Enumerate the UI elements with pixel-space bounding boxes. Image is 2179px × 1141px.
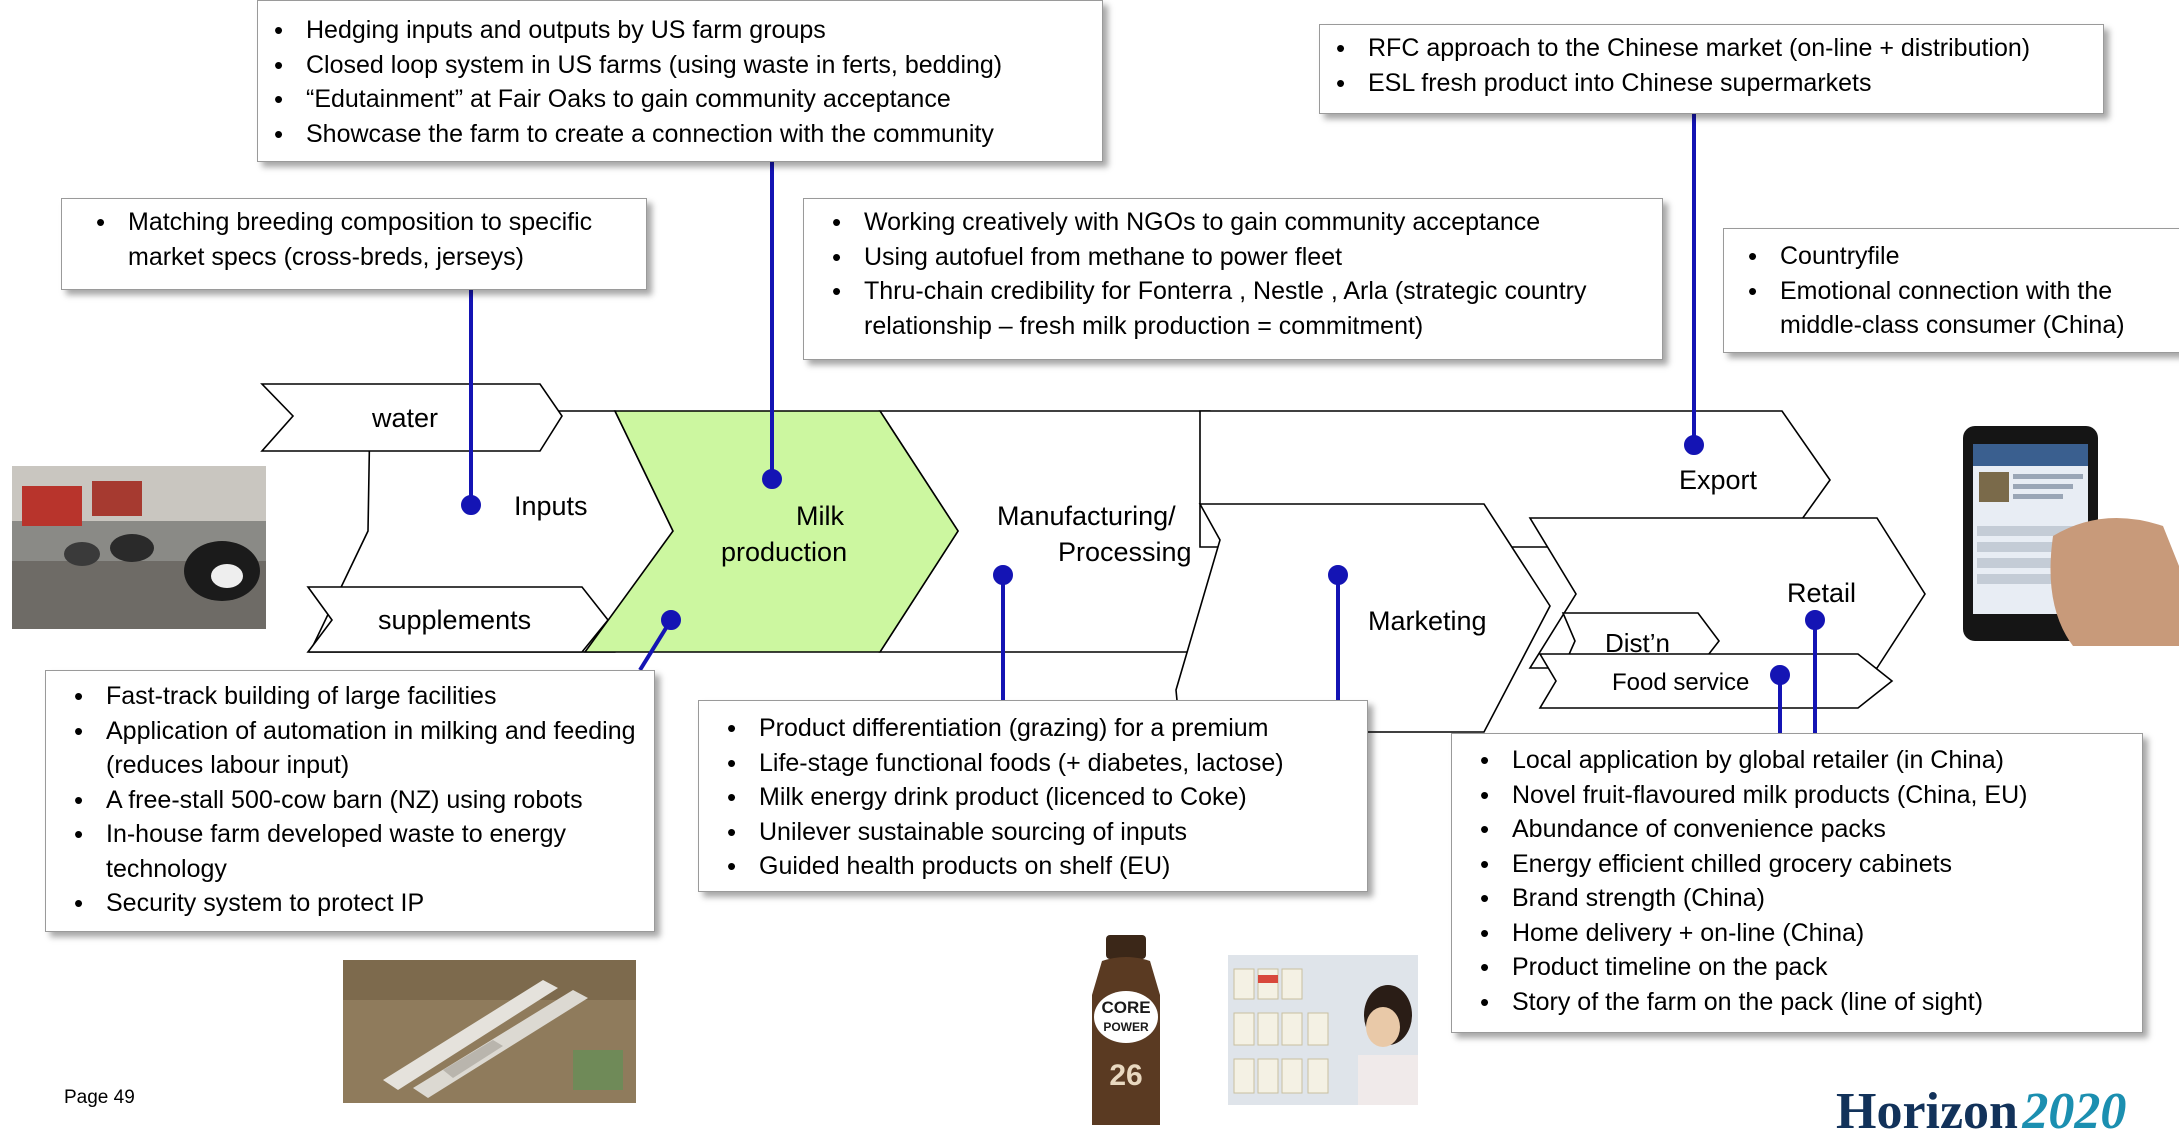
list-item: Life-stage functional foods (+ diabetes,… — [727, 746, 1353, 781]
list-item: RFC approach to the Chinese market (on-l… — [1336, 31, 2089, 66]
list-item: Product differentiation (grazing) for a … — [727, 711, 1353, 746]
list-item: Guided health products on shelf (EU) — [727, 849, 1353, 884]
food-service-label: Food service — [1612, 669, 1750, 696]
cow-barn-photo — [12, 466, 266, 629]
manufacturing-label-line2: Processing — [1058, 537, 1192, 567]
list-item: Thru-chain credibility for Fonterra , Ne… — [832, 274, 1648, 343]
list-item: Fast-track building of large facilities — [74, 679, 640, 714]
list-item: Hedging inputs and outputs by US farm gr… — [274, 13, 1088, 48]
supplements-label: supplements — [378, 605, 532, 635]
list-item: Emotional connection with the middle-cla… — [1748, 274, 2178, 343]
list-item: Showcase the farm to create a connection… — [274, 117, 1088, 152]
inputs-label: Inputs — [514, 491, 588, 521]
list-item: Application of automation in milking and… — [74, 714, 640, 783]
water-label: water — [372, 403, 439, 433]
list-item: Local application by global retailer (in… — [1480, 743, 2128, 778]
bottle-brand2-text: POWER — [1103, 1020, 1149, 1034]
list-item: Brand strength (China) — [1480, 881, 2128, 916]
manufacturing-label-line1: Manufacturing/ — [997, 501, 1176, 531]
list-item: Countryfile — [1748, 239, 2178, 274]
list-item: Using autofuel from methane to power fle… — [832, 240, 1648, 275]
list-item: Matching breeding composition to specifi… — [96, 205, 632, 274]
countryfile-callout: Countryfile Emotional connection with th… — [1723, 228, 2179, 353]
list-item: Story of the farm on the pack (line of s… — [1480, 985, 2128, 1020]
products-callout: Product differentiation (grazing) for a … — [698, 700, 1368, 892]
milk-production-label-line2: production — [721, 537, 848, 567]
facilities-callout: Fast-track building of large facilities … — [45, 670, 655, 932]
milk-production-chevron — [583, 410, 959, 653]
bottle-brand-text: CORE — [1101, 998, 1150, 1017]
list-item: In-house farm developed waste to energy … — [74, 817, 640, 886]
list-item: Abundance of convenience packs — [1480, 812, 2128, 847]
marketing-label: Marketing — [1368, 606, 1487, 636]
marketing-chevron — [1175, 503, 1551, 733]
list-item: Working creatively with NGOs to gain com… — [832, 205, 1648, 240]
page-number: Page 49 — [64, 1087, 135, 1108]
list-item: Product timeline on the pack — [1480, 950, 2128, 985]
list-item: Closed loop system in US farms (using wa… — [274, 48, 1088, 83]
list-item: Security system to protect IP — [74, 886, 640, 921]
food-service-tab — [1538, 653, 1894, 709]
water-tab — [260, 383, 563, 452]
supplements-tab — [306, 586, 610, 653]
smartphone-hand-photo — [1933, 416, 2179, 646]
distribution-label: Dist’n — [1605, 628, 1671, 658]
retail-callout: Local application by global retailer (in… — [1451, 733, 2143, 1033]
logo-word: Horizon — [1836, 1083, 2018, 1140]
list-item: A free-stall 500-cow barn (NZ) using rob… — [74, 783, 640, 818]
list-item: Unilever sustainable sourcing of inputs — [727, 815, 1353, 850]
us-farm-callout: Hedging inputs and outputs by US farm gr… — [257, 0, 1103, 162]
horizon-2020-logo: Horizon 2020 — [1836, 1082, 2126, 1141]
breeding-callout: Matching breeding composition to specifi… — [61, 198, 647, 290]
ngo-callout: Working creatively with NGOs to gain com… — [803, 198, 1663, 360]
list-item: “Edutainment” at Fair Oaks to gain commu… — [274, 82, 1088, 117]
aerial-farm-photo — [343, 960, 636, 1103]
core-power-bottle-photo: CORE POWER 26 — [1082, 935, 1170, 1129]
bottle-number-text: 26 — [1109, 1059, 1142, 1092]
retail-label: Retail — [1787, 578, 1857, 608]
list-item: Home delivery + on-line (China) — [1480, 916, 2128, 951]
list-item: ESL fresh product into Chinese supermark… — [1336, 66, 2089, 101]
list-item: Novel fruit-flavoured milk products (Chi… — [1480, 778, 2128, 813]
logo-year: 2020 — [2022, 1083, 2127, 1140]
milk-production-label-line1: Milk — [796, 501, 844, 531]
supermarket-shelf-photo — [1228, 955, 1418, 1105]
list-item: Milk energy drink product (licenced to C… — [727, 780, 1353, 815]
export-callout: RFC approach to the Chinese market (on-l… — [1319, 24, 2104, 114]
export-label: Export — [1679, 465, 1758, 495]
list-item: Energy efficient chilled grocery cabinet… — [1480, 847, 2128, 882]
